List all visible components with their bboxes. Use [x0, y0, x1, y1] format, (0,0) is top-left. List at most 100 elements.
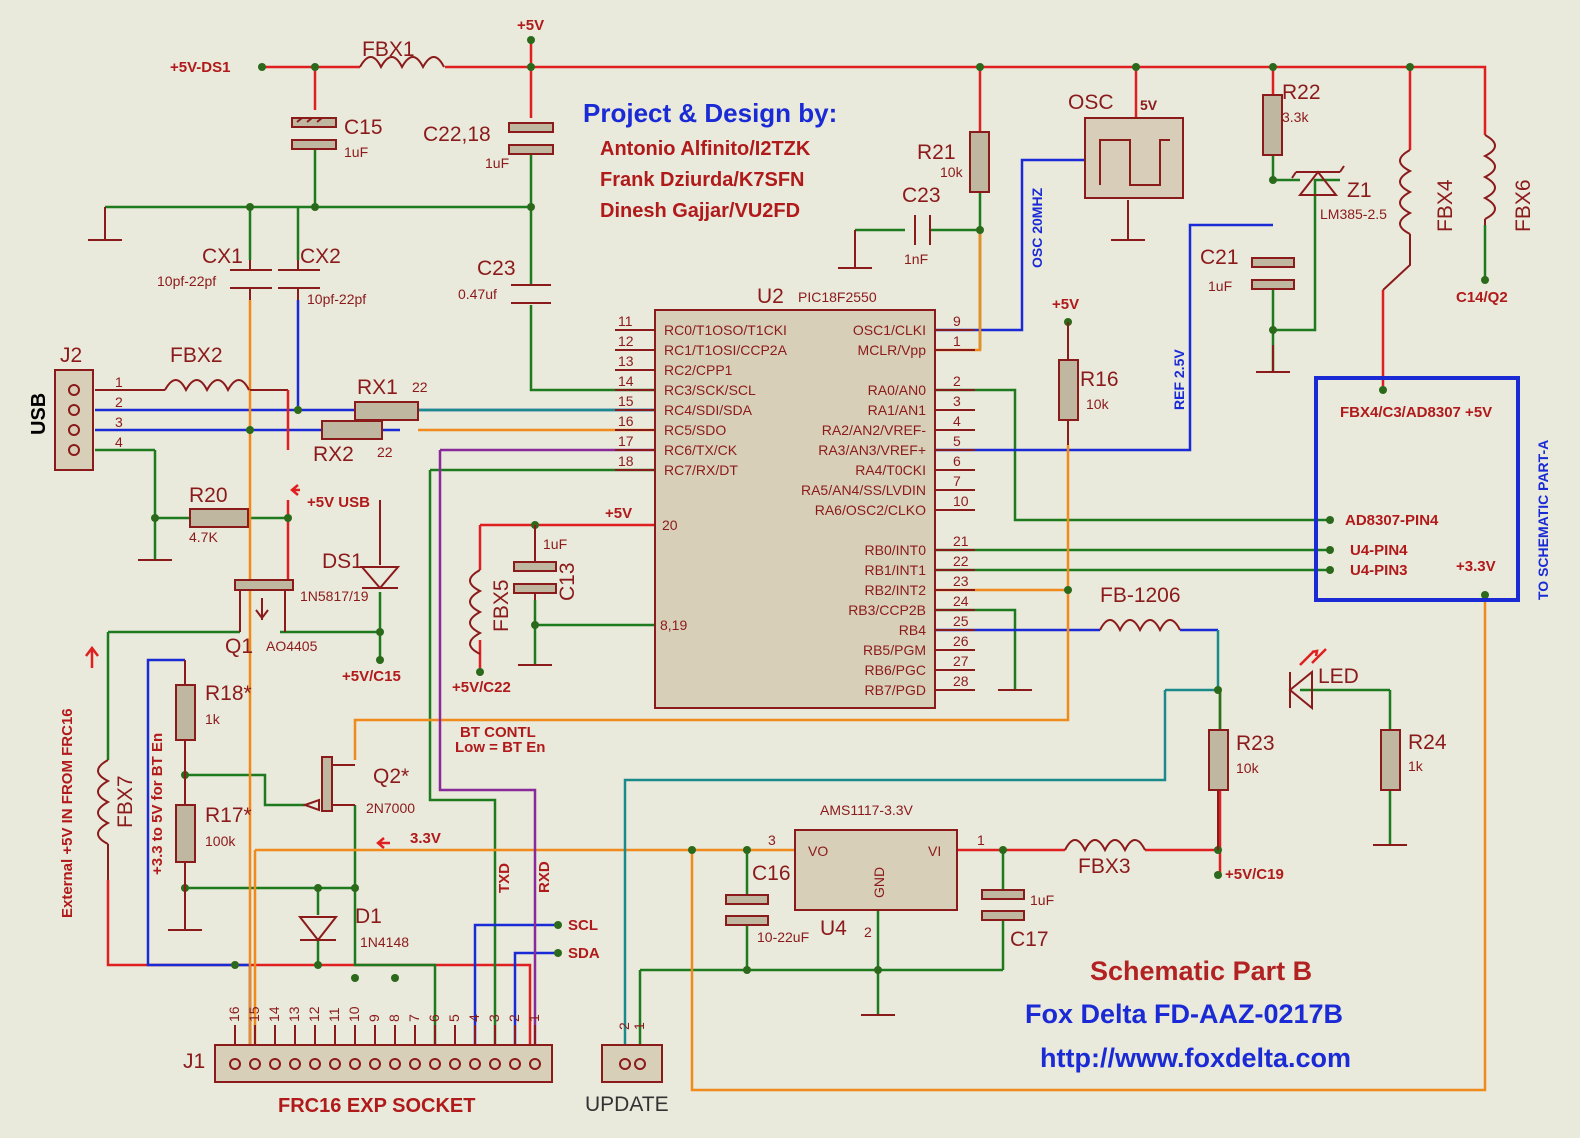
svg-text:Q1: Q1 — [225, 635, 253, 658]
svg-text:22: 22 — [412, 379, 428, 395]
svg-text:+5V: +5V — [605, 505, 632, 522]
inductor-fbx4: FBX4 — [1382, 149, 1457, 291]
u2-pin-name: RA6/OSC2/CLKO — [815, 502, 926, 518]
resistor-r22: R22 3.3k — [1262, 81, 1321, 156]
svg-text:RXD: RXD — [536, 861, 553, 893]
credit-title: Project & Design by: — [583, 98, 837, 128]
svg-text:+5V/C15: +5V/C15 — [342, 668, 401, 685]
u2-pin-name: RC5/SDO — [664, 422, 726, 438]
svg-text:C14/Q2: C14/Q2 — [1456, 289, 1508, 306]
footer-block: Schematic Part B Fox Delta FD-AAZ-0217B … — [1025, 956, 1351, 1073]
svg-text:USB: USB — [28, 393, 50, 435]
u2-pin-number: 15 — [618, 393, 634, 409]
svg-text:+5V/C19: +5V/C19 — [1225, 866, 1284, 883]
j1-pin-hole — [249, 1058, 261, 1070]
svg-text:R16: R16 — [1080, 368, 1119, 391]
u2-pin-number: 2 — [953, 373, 961, 389]
j1-pin-number: 16 — [226, 1006, 242, 1022]
svg-text:GND: GND — [871, 867, 887, 898]
j1-pin-hole — [409, 1058, 421, 1070]
u2-pin-name: RA1/AN1 — [868, 402, 927, 418]
j1-pin-hole — [489, 1058, 501, 1070]
u2-pin-number: 1 — [953, 333, 961, 349]
inductor-fbx5: FBX5 — [469, 569, 513, 655]
credit-1: Antonio Alfinito/I2TZK — [600, 138, 811, 160]
svg-text:R23: R23 — [1236, 732, 1275, 755]
svg-text:AD8307-PIN4: AD8307-PIN4 — [1345, 512, 1439, 529]
u2-pin-number: 13 — [618, 353, 634, 369]
diode-d1: D1 1N4148 — [297, 905, 409, 950]
resistor-r17: R17* 100k — [175, 804, 252, 888]
footer-url: http://www.foxdelta.com — [1040, 1043, 1351, 1073]
footer-model: Fox Delta FD-AAZ-0217B — [1025, 999, 1343, 1029]
svg-text:1uF: 1uF — [1208, 278, 1232, 294]
svg-text:1N4148: 1N4148 — [360, 934, 409, 950]
svg-text:1uF: 1uF — [344, 144, 368, 160]
svg-text:R21: R21 — [917, 141, 956, 164]
svg-text:RX2: RX2 — [313, 443, 354, 466]
j1-pin-number: 15 — [246, 1006, 262, 1022]
u2-pin-number: 9 — [953, 313, 961, 329]
svg-text:CX1: CX1 — [202, 245, 243, 268]
svg-text:3.3k: 3.3k — [1282, 109, 1309, 125]
u2-pin-number: 24 — [953, 593, 969, 609]
svg-text:10pf-22pf: 10pf-22pf — [157, 273, 216, 289]
svg-text:1k: 1k — [205, 711, 221, 727]
svg-text:R17*: R17* — [205, 804, 252, 827]
svg-text:D1: D1 — [355, 905, 382, 928]
u2-pin-number: 10 — [953, 493, 969, 509]
svg-text:20: 20 — [662, 517, 678, 533]
svg-text:2: 2 — [864, 924, 872, 940]
svg-text:R18*: R18* — [205, 682, 252, 705]
u2-pin-number: 18 — [618, 453, 634, 469]
svg-text:TO SCHEMATIC PART-A: TO SCHEMATIC PART-A — [1535, 440, 1551, 600]
j1-pin-hole — [469, 1058, 481, 1070]
cap-c21: C21 1uF — [1200, 246, 1295, 294]
svg-text:3: 3 — [115, 414, 123, 430]
svg-text:4.7K: 4.7K — [189, 529, 218, 545]
svg-text:FBX6: FBX6 — [1512, 179, 1535, 232]
svg-text:FBX4/C3/AD8307 +5V: FBX4/C3/AD8307 +5V — [1340, 404, 1492, 421]
svg-text:22: 22 — [377, 444, 393, 460]
j1-pin-hole — [329, 1058, 341, 1070]
u2-left-pins: 11RC0/T1OSO/T1CKI12RC1/T1OSI/CCP2A13RC2/… — [615, 313, 788, 478]
u2-pin-name: RB1/INT1 — [865, 562, 927, 578]
svg-text:DS1: DS1 — [322, 550, 363, 573]
svg-text:U4: U4 — [820, 917, 847, 940]
j1-pin-number: 3 — [486, 1014, 502, 1022]
cap-cx1: CX1 10pf-22pf — [157, 245, 272, 300]
ic-u2: U2 PIC18F2550 11RC0/T1OSO/T1CKI12RC1/T1O… — [615, 285, 975, 709]
svg-text:FBX5: FBX5 — [490, 579, 513, 632]
cap-c16: C16 10-22uF — [725, 862, 809, 945]
j1-pin-number: 2 — [506, 1014, 522, 1022]
svg-text:+3.3V: +3.3V — [1456, 558, 1496, 575]
cap-c23b: C23 1nF — [902, 184, 941, 267]
svg-text:FB-1206: FB-1206 — [1100, 584, 1181, 607]
u2-pin-name: RA3/AN3/VREF+ — [818, 442, 926, 458]
j1-pin-hole — [369, 1058, 381, 1070]
svg-text:Low = BT En: Low = BT En — [455, 739, 545, 756]
svg-text:0.47uf: 0.47uf — [458, 286, 497, 302]
j1-pin-number: 1 — [526, 1014, 542, 1022]
svg-text:C23: C23 — [902, 184, 941, 207]
svg-text:10k: 10k — [1086, 396, 1110, 412]
u2-pin-name: MCLR/Vpp — [858, 342, 927, 358]
svg-text:3.3V: 3.3V — [410, 830, 441, 847]
u2-pin-name: RB4 — [899, 622, 926, 638]
svg-text:1: 1 — [977, 832, 985, 848]
svg-text:C23: C23 — [477, 257, 516, 280]
svg-text:1: 1 — [631, 1022, 647, 1030]
svg-text:1: 1 — [115, 374, 123, 390]
svg-text:10k: 10k — [1236, 760, 1260, 776]
junction-dots — [151, 36, 1489, 982]
j1-pin-hole — [389, 1058, 401, 1070]
inductor-fbx6: FBX6 — [1482, 134, 1535, 232]
u2-pin-name: RC6/TX/CK — [664, 442, 738, 458]
svg-text:U2: U2 — [757, 285, 784, 308]
inductor-fbx1: FBX1 — [359, 38, 445, 70]
svg-text:+5V-DS1: +5V-DS1 — [170, 59, 230, 76]
svg-text:5V: 5V — [1140, 97, 1158, 113]
